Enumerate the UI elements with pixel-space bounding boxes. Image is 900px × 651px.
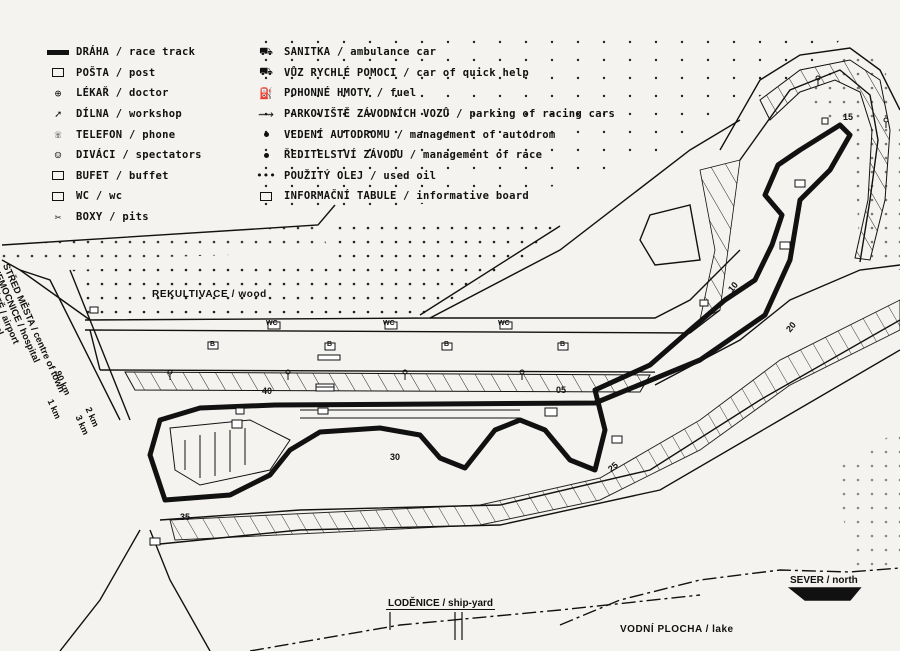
phone-icon: ☏: [54, 128, 62, 142]
legend-column-left: DRÁHA / race track POŠTA / post ⊕LÉKAŘ /…: [40, 42, 202, 227]
legend-item-pits: ✂BOXY / pits: [40, 207, 202, 228]
doctor-icon: ⊕: [54, 86, 62, 100]
wc-label: WC: [266, 320, 278, 327]
racing-car-parking-icon: ⟿: [258, 107, 274, 121]
wood-area-upper: [248, 40, 840, 215]
north-arrow: [787, 587, 862, 601]
spectator-band-lower: [169, 299, 900, 541]
legend-item-ambulance: ⛟SANITKA / ambulance car: [248, 42, 615, 63]
legend-item-spectators: ☺DIVÁCI / spectators: [40, 145, 202, 166]
legend-item-post: POŠTA / post: [40, 63, 202, 84]
race-track-icon: [40, 49, 76, 55]
legend-item-fuel: ⛽POHONNÉ HMOTY / fuel: [248, 83, 615, 104]
legend-item-race-management: ŘEDITELSTVÍ ZÁVODU / management of race: [248, 145, 615, 166]
spectator-band-main: [124, 371, 651, 393]
marker-30: 30: [390, 452, 401, 462]
buffet-icon: [40, 171, 76, 181]
legend-column-right: ⛟SANITKA / ambulance car ⛟VŮZ RYCHLÉ POM…: [248, 42, 615, 207]
legend-item-wc: WC / wc: [40, 186, 202, 207]
wc-label: WC: [383, 320, 395, 327]
paddock-lines: [184, 409, 520, 478]
used-oil-icon: •••: [256, 169, 276, 183]
legend-item-autodrom-management: VEDENÍ AUTODROMU / management of autodro…: [248, 124, 615, 145]
autodrom-management-icon: [248, 132, 284, 138]
ambulance-icon: ⛟: [259, 44, 273, 58]
quick-help-car-icon: ⛟: [259, 65, 273, 79]
spectator-figures: [167, 75, 889, 380]
race-track: [147, 122, 853, 503]
race-management-icon: [248, 152, 284, 158]
legend-item-race-track: DRÁHA / race track: [40, 42, 202, 63]
fuel-icon: ⛽: [259, 86, 273, 100]
information-board-icon: [248, 191, 284, 201]
pits-icon: ✂: [54, 210, 62, 224]
wood-area-lower-right: [830, 430, 900, 580]
wc-label: WC: [498, 320, 510, 327]
spectators-icon: ☺: [54, 148, 62, 162]
buffet-label: B: [444, 341, 450, 348]
post-icon: [40, 68, 76, 78]
shipyard-pier: [389, 612, 463, 640]
marker-35: 35: [180, 512, 191, 522]
buffet-label: B: [210, 341, 216, 348]
workshop-icon: ➚: [54, 107, 62, 121]
marker-05: 05: [556, 385, 567, 395]
wood-label: REKULTIVACE / wood: [152, 289, 267, 300]
marker-40: 40: [262, 386, 273, 396]
paddock: [169, 419, 291, 486]
facility-markers: [89, 117, 829, 546]
legend-item-doctor: ⊕LÉKAŘ / doctor: [40, 83, 202, 104]
legend-item-buffet: BUFET / buffet: [40, 166, 202, 187]
spectator-band-right: [759, 59, 891, 261]
lake-label: VODNÍ PLOCHA / lake: [620, 624, 734, 635]
wood-area-top: [0, 225, 330, 262]
legend-item-phone: ☏TELEFON / phone: [40, 124, 202, 145]
wc-icon: [40, 191, 76, 201]
legend-item-racing-car-parking: ⟿PARKOVIŠTĚ ZÁVODNÍCH VOZŮ / parking of …: [248, 104, 615, 125]
legend-item-workshop: ➚DÍLNA / workshop: [40, 104, 202, 125]
wood-area-main: [70, 225, 560, 320]
legend-item-information-board: INFORMAČNÍ TABULE / informative board: [248, 186, 615, 207]
legend-item-quick-help: ⛟VŮZ RYCHLÉ POMOCI / car of quick help: [248, 63, 615, 84]
shipyard-label: LODĚNICE / ship-yard: [386, 598, 496, 610]
legend-item-used-oil: •••POUŽITÝ OLEJ / used oil: [248, 166, 615, 187]
north-label: SEVER / north: [790, 575, 858, 586]
marker-15: 15: [843, 112, 854, 122]
buffet-label: B: [560, 341, 566, 348]
buffet-label: B: [327, 341, 333, 348]
